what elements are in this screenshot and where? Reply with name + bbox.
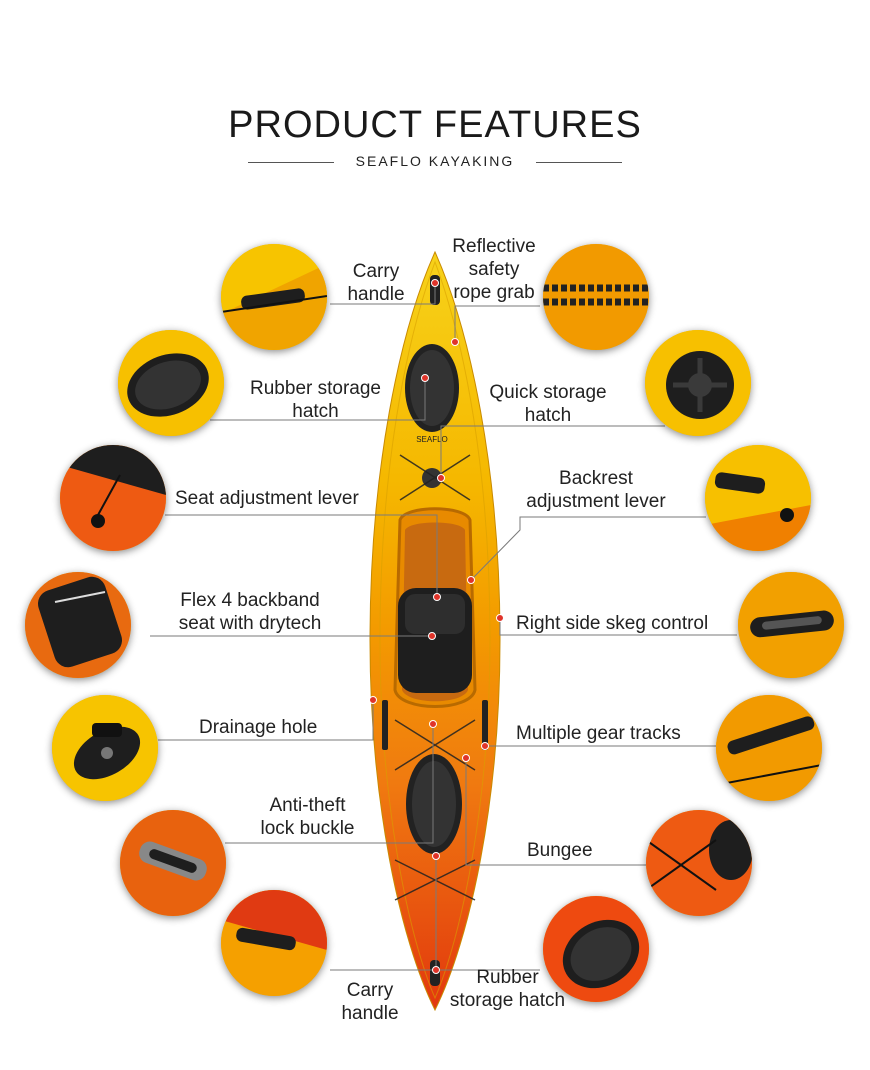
page-subtitle: SEAFLO KAYAKING: [355, 153, 515, 169]
flex-seat-photo: [25, 572, 131, 678]
svg-text:SEAFLO: SEAFLO: [416, 435, 448, 444]
label-gear-tracks: Multiple gear tracks: [516, 723, 681, 744]
anti-theft-photo: [120, 810, 226, 916]
title-rule-right: [536, 162, 622, 163]
rope-grab-photo: [543, 244, 649, 350]
label-bungee: Bungee: [527, 840, 593, 861]
kayak-illustration: SEAFLO: [369, 250, 501, 1012]
rubber-hatch-rear-photo: [543, 896, 649, 1002]
label-drainage-hole: Drainage hole: [199, 717, 318, 738]
backrest-lever-photo: [705, 445, 811, 551]
page-title: PRODUCT FEATURES: [228, 104, 642, 146]
skeg-control-photo: [738, 572, 844, 678]
gear-tracks-photo: [716, 695, 822, 801]
label-seat-lever: Seat adjustment lever: [175, 488, 359, 509]
label-skeg-control: Right side skeg control: [516, 613, 709, 634]
bungee-photo: [646, 810, 752, 916]
drainage-hole-photo: [52, 695, 158, 801]
carry-handle-top-photo: [221, 244, 327, 350]
carry-handle-bottom-photo: [221, 890, 327, 996]
callout-markers: [369, 279, 504, 974]
quick-hatch-photo: [645, 330, 751, 436]
seat-lever-photo: [60, 445, 166, 551]
title-rule-left: [248, 162, 334, 163]
rubber-hatch-front-photo: [118, 330, 224, 436]
